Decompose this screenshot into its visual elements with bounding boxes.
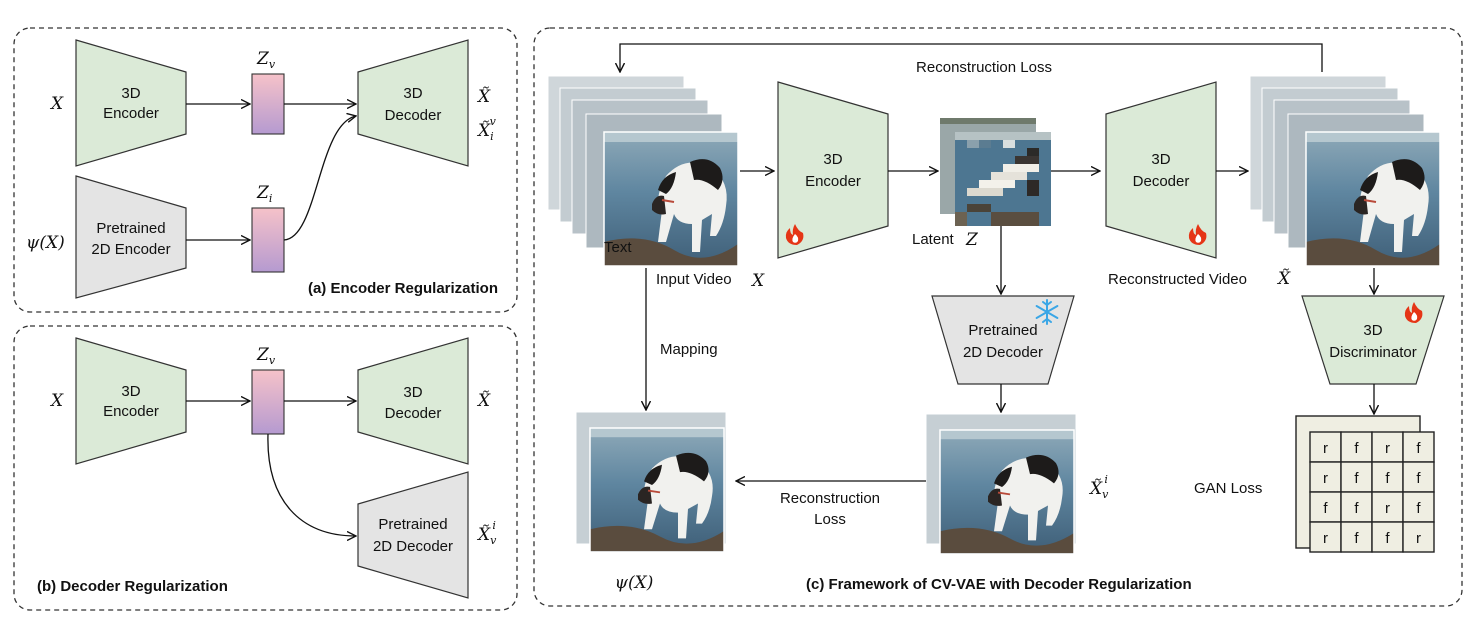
panel-c-psi-label: ψ(X)	[615, 573, 654, 593]
gan-grid-cell-label: f	[1416, 440, 1421, 457]
panel-a-3d-decoder	[357, 39, 469, 167]
panel-a-output-xtilde: X̃	[476, 87, 491, 107]
panel-a-latent-zv	[251, 73, 285, 135]
panel-c-3d-encoder	[777, 81, 889, 259]
panel-c-xv-symbol: X̃vi	[1088, 473, 1109, 501]
panel-a-pretrained-2d-encoder	[75, 175, 187, 299]
gan-grid-cell-label: f	[1354, 500, 1359, 517]
panel-a-latent-zi	[251, 207, 285, 273]
panel-c-snowflake-icon	[1035, 299, 1059, 325]
gan-grid-cell-label: r	[1323, 530, 1328, 547]
panel-c-pretrained-decoder-line1: Pretrained	[968, 322, 1037, 339]
gan-grid-cell	[1402, 491, 1435, 523]
panel-c-xv-video-stack	[925, 413, 1077, 555]
panel-c-encoder-line2: Encoder	[805, 173, 861, 190]
panel-c-psi-video-stack	[575, 411, 727, 553]
panel-c-decoder-line2: Decoder	[1133, 173, 1190, 190]
panel-a-decoder-line1: 3D	[403, 85, 422, 102]
gan-grid-cell-label: r	[1323, 440, 1328, 457]
gan-grid-cell-label: f	[1354, 440, 1359, 457]
gan-grid-cell-label: f	[1323, 500, 1328, 517]
panel-a-input-x: X	[49, 94, 64, 114]
panel-c-latent-symbol: Z	[965, 230, 979, 250]
panel-a-encoder-line1: 3D	[121, 85, 140, 102]
panel-a-3d-encoder	[75, 39, 187, 167]
gan-grid-cell-label: r	[1323, 470, 1328, 487]
panel-b-input-x: X	[49, 391, 64, 411]
panel-a-pretrained-encoder-line1: Pretrained	[96, 220, 165, 237]
panel-b-encoder-line2: Encoder	[103, 403, 159, 420]
panel-b-decoder-line1: 3D	[403, 384, 422, 401]
panel-c-discriminator-line1: 3D	[1363, 322, 1382, 339]
panel-a-frame	[13, 27, 518, 313]
panel-b-3d-encoder	[75, 337, 187, 465]
panel-c-pretrained-decoder-line2: 2D Decoder	[963, 344, 1043, 361]
panel-b-latent-zv	[251, 369, 285, 435]
gan-grid-cell	[1371, 521, 1404, 553]
gan-grid-cell-label: r	[1416, 530, 1421, 547]
gan-grid-cell	[1340, 431, 1373, 463]
panel-a-title: (a) Encoder Regularization	[308, 280, 498, 297]
panel-c-reconstruction-loss-arrow	[620, 43, 1323, 72]
panel-c-input-video-symbol: X	[750, 271, 765, 291]
panel-b-output-xtilde-vi: X̃vi	[476, 519, 497, 547]
panel-b-frame	[13, 325, 518, 611]
panel-c-input-video-label: Input Video	[656, 271, 732, 288]
panel-c-frame	[533, 27, 1463, 607]
panel-c-input-video-stack	[547, 75, 739, 267]
panel-a-decoder-line2: Decoder	[385, 107, 442, 124]
panel-a-pretrained-encoder-line2: 2D Encoder	[91, 241, 170, 258]
gan-grid-cell-label: r	[1385, 440, 1390, 457]
gan-grid-cell-label: f	[1385, 470, 1390, 487]
panel-c-reconstruction-loss-bottom-line2: Loss	[814, 511, 846, 528]
panel-c-reconstructed-video-stack	[1249, 75, 1441, 267]
panel-b-pretrained-decoder-line1: Pretrained	[378, 516, 447, 533]
panel-b-arrow-zv-pdec	[267, 433, 356, 536]
panel-c-encoder-line1: 3D	[823, 151, 842, 168]
gan-grid-cell-label: f	[1354, 470, 1359, 487]
panel-a-output-xtilde-iv: X̃iv	[476, 115, 497, 143]
panel-b-title: (b) Decoder Regularization	[37, 578, 228, 595]
panel-b-encoder-line1: 3D	[121, 383, 140, 400]
panel-b-pretrained-decoder-line2: 2D Decoder	[373, 538, 453, 555]
panel-c-3d-decoder	[1105, 81, 1217, 259]
gan-grid-cell-label: r	[1385, 500, 1390, 517]
panel-c-latent-image	[940, 118, 1051, 226]
panel-c-text-overlay: Text	[604, 239, 632, 256]
gan-grid-cell-label: f	[1354, 530, 1359, 547]
panel-b-decoder-line2: Decoder	[385, 405, 442, 422]
gan-grid-cell-label: f	[1385, 530, 1390, 547]
panel-b-output-xtilde: X̃	[476, 391, 491, 411]
panel-b-pretrained-2d-decoder	[357, 471, 469, 599]
panel-a-encoder-line2: Encoder	[103, 105, 159, 122]
panel-c-reconstructed-video-label: Reconstructed Video	[1108, 271, 1247, 288]
gan-grid-cell	[1340, 491, 1373, 523]
panel-a-input-psi: ψ(X)	[26, 233, 65, 253]
panel-a-arrow-zi-dec	[283, 116, 356, 241]
panel-c-mapping-label: Mapping	[660, 341, 718, 358]
panel-c-reconstruction-loss-bottom-line1: Reconstruction	[780, 490, 880, 507]
panel-c-discriminator-line2: Discriminator	[1329, 344, 1417, 361]
panel-c-gan-loss-label: GAN Loss	[1194, 480, 1262, 497]
panel-c-reconstructed-video-symbol: X̃	[1276, 269, 1291, 289]
gan-grid-cell	[1309, 491, 1342, 523]
panel-c-latent-label: Latent	[912, 231, 955, 248]
panel-b-zv-label: Zv	[256, 345, 276, 367]
panel-c-decoder-line1: 3D	[1151, 151, 1170, 168]
panel-c-title: (c) Framework of CV-VAE with Decoder Reg…	[806, 576, 1192, 593]
panel-c-reconstruction-loss-top: Reconstruction Loss	[916, 59, 1052, 76]
gan-grid-cell	[1402, 461, 1435, 493]
gan-grid-cell-label: f	[1416, 470, 1421, 487]
panel-a-zv-label: Zv	[256, 49, 276, 71]
panel-c-3d-discriminator	[1301, 295, 1445, 385]
panel-a-zi-label: Zi	[256, 183, 272, 205]
panel-b-3d-decoder	[357, 337, 469, 465]
gan-grid-cell	[1402, 521, 1435, 553]
gan-grid-cell-label: f	[1416, 500, 1421, 517]
